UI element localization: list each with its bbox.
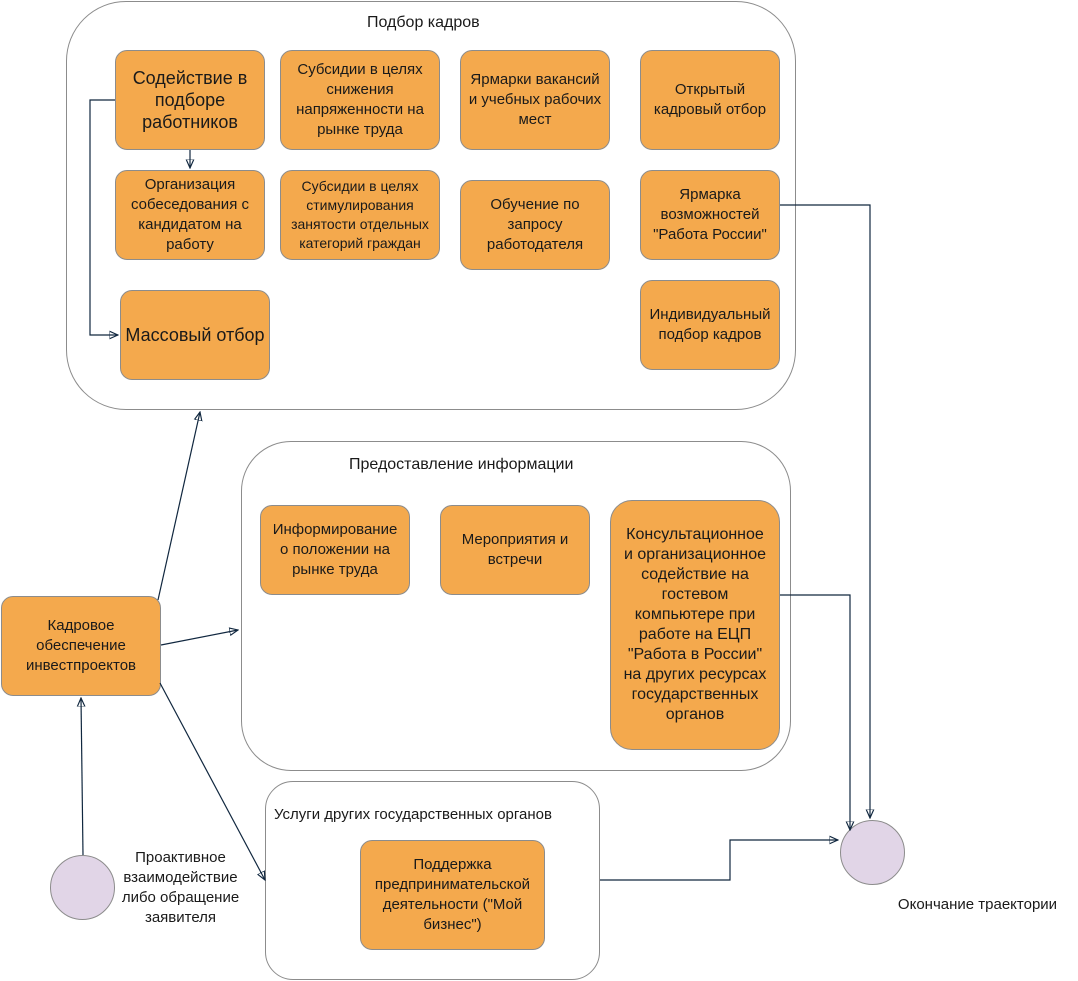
start-circle[interactable] bbox=[50, 855, 115, 920]
node-subsidy-employment[interactable]: Субсидии в целях стимулирования занятост… bbox=[280, 170, 440, 260]
node-mass-selection[interactable]: Массовый отбор bbox=[120, 290, 270, 380]
node-investprojects[interactable]: Кадровое обеспечение инвестпроектов bbox=[1, 596, 161, 696]
node-fair-opportunities[interactable]: Ярмарка возможностей "Работа России" bbox=[640, 170, 780, 260]
edge-invest-to-recruitment bbox=[157, 412, 200, 601]
node-subsidy-tension[interactable]: Субсидии в целях снижения напряженности … bbox=[280, 50, 440, 150]
edge-mybusiness-to-end bbox=[600, 840, 838, 881]
group-title-other-services: Услуги других государственных органов bbox=[274, 806, 552, 823]
node-job-fairs[interactable]: Ярмарки вакансий и учебных рабочих мест bbox=[460, 50, 610, 150]
edge-invest-to-information bbox=[160, 630, 238, 646]
edge-start-to-invest bbox=[81, 698, 83, 856]
node-interview[interactable]: Организация собеседования с кандидатом н… bbox=[115, 170, 265, 260]
node-assist-selection[interactable]: Содействие в подборе работников bbox=[115, 50, 265, 150]
node-consulting[interactable]: Консультационное и организационное содей… bbox=[610, 500, 780, 750]
end-label: Окончание траектории bbox=[897, 896, 1058, 913]
node-events[interactable]: Мероприятия и встречи bbox=[440, 505, 590, 595]
node-labor-market-info[interactable]: Информирование о положении на рынке труд… bbox=[260, 505, 410, 595]
node-training[interactable]: Обучение по запросу работодателя bbox=[460, 180, 610, 270]
node-individual-selection[interactable]: Индивидуальный подбор кадров bbox=[640, 280, 780, 370]
node-my-business[interactable]: Поддержка предпринимательской деятельнос… bbox=[360, 840, 545, 950]
end-circle[interactable] bbox=[840, 820, 905, 885]
group-title-recruitment: Подбор кадров bbox=[367, 14, 480, 31]
start-label: Проактивное взаимодействие либо обращени… bbox=[121, 849, 240, 926]
node-open-selection[interactable]: Открытый кадровый отбор bbox=[640, 50, 780, 150]
group-title-information: Предоставление информации bbox=[349, 456, 574, 473]
